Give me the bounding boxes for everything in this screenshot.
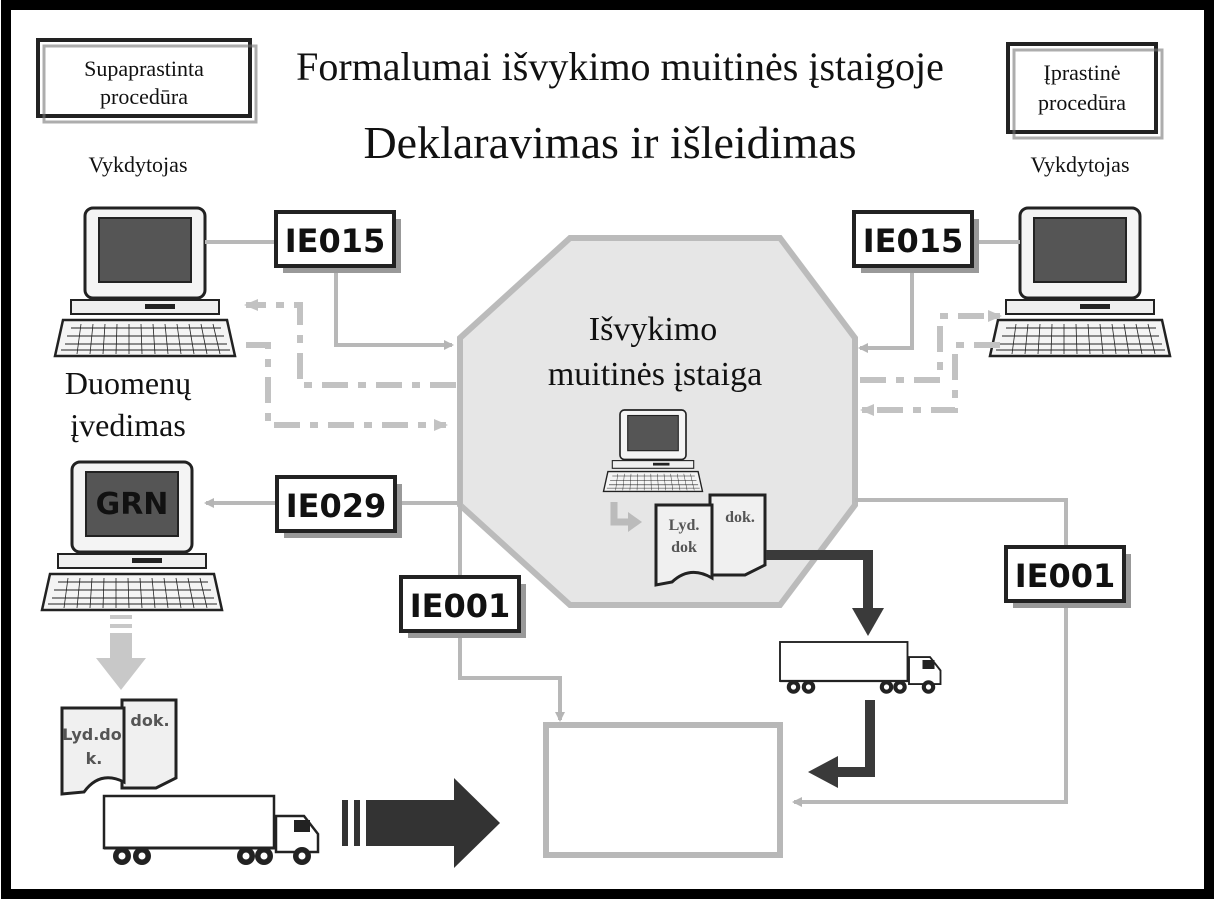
data-entry-line-2: įvedimas xyxy=(70,407,186,443)
grn-screen-label: GRN xyxy=(96,487,169,522)
ie015-right-label: IE015 xyxy=(863,222,964,260)
destination-box xyxy=(543,722,783,858)
ie015-left-box: IE015 xyxy=(274,210,401,273)
ie001-right-box: IE001 xyxy=(1004,545,1131,608)
office-doc-back-label: dok. xyxy=(725,509,755,526)
dark-flow-arrows xyxy=(766,550,884,788)
office-truck-icon xyxy=(778,640,942,695)
ie029-box: IE029 xyxy=(275,475,402,538)
big-right-arrow-icon xyxy=(342,778,500,868)
office-label-line-2: muitinės įstaiga xyxy=(548,356,762,393)
title-line-1: Formalumai išvykimo muitinės įstaigoje xyxy=(296,44,944,89)
driver-doc-back-label: dok. xyxy=(130,711,169,730)
office-doc-front-line-2: dok xyxy=(671,539,697,556)
simplified-procedure-line-1: Supaprastinta xyxy=(84,56,204,81)
right-executor-label: Vykdytojas xyxy=(1031,152,1130,177)
driver-truck-icon xyxy=(102,794,320,867)
simplified-procedure-line-2: procedūra xyxy=(100,84,188,109)
office-doc-arrow-icon xyxy=(610,502,632,526)
standard-procedure-line-2: procedūra xyxy=(1038,90,1126,115)
simplified-procedure-box: Supaprastinta procedūra xyxy=(36,38,258,124)
driver-doc-front-line-1: Lyd.do xyxy=(62,725,122,744)
office-documents-icon: dok. Lyd. dok xyxy=(654,493,767,587)
right-executor-computer-icon xyxy=(988,206,1172,358)
standard-procedure-line-1: Įprastinė xyxy=(1044,60,1121,85)
ie001-center-label: IE001 xyxy=(410,587,511,625)
driver-doc-front-line-2: k. xyxy=(86,749,103,768)
title-line-2: Deklaravimas ir išleidimas xyxy=(363,117,856,168)
ie001-right-label: IE001 xyxy=(1015,557,1116,595)
ie029-label: IE029 xyxy=(286,487,387,525)
connector-lines xyxy=(204,240,1068,807)
left-executor-computer-icon xyxy=(53,206,237,358)
grn-computer-icon xyxy=(40,460,224,612)
ie001-center-box: IE001 xyxy=(399,575,526,638)
standard-procedure-box: Įprastinė procedūra xyxy=(1006,42,1164,140)
data-entry-line-1: Duomenų xyxy=(65,365,192,401)
left-executor-label: Vykdytojas xyxy=(89,152,188,177)
office-doc-front-line-1: Lyd. xyxy=(669,517,700,534)
ie015-right-box: IE015 xyxy=(852,210,979,273)
ie015-left-label: IE015 xyxy=(285,222,386,260)
office-label-line-1: Išvykimo xyxy=(589,311,717,348)
dash-dot-arrows xyxy=(244,299,1002,431)
driver-documents-icon: dok. Lyd.do k. xyxy=(60,698,178,796)
grn-down-arrow-icon xyxy=(96,615,146,690)
